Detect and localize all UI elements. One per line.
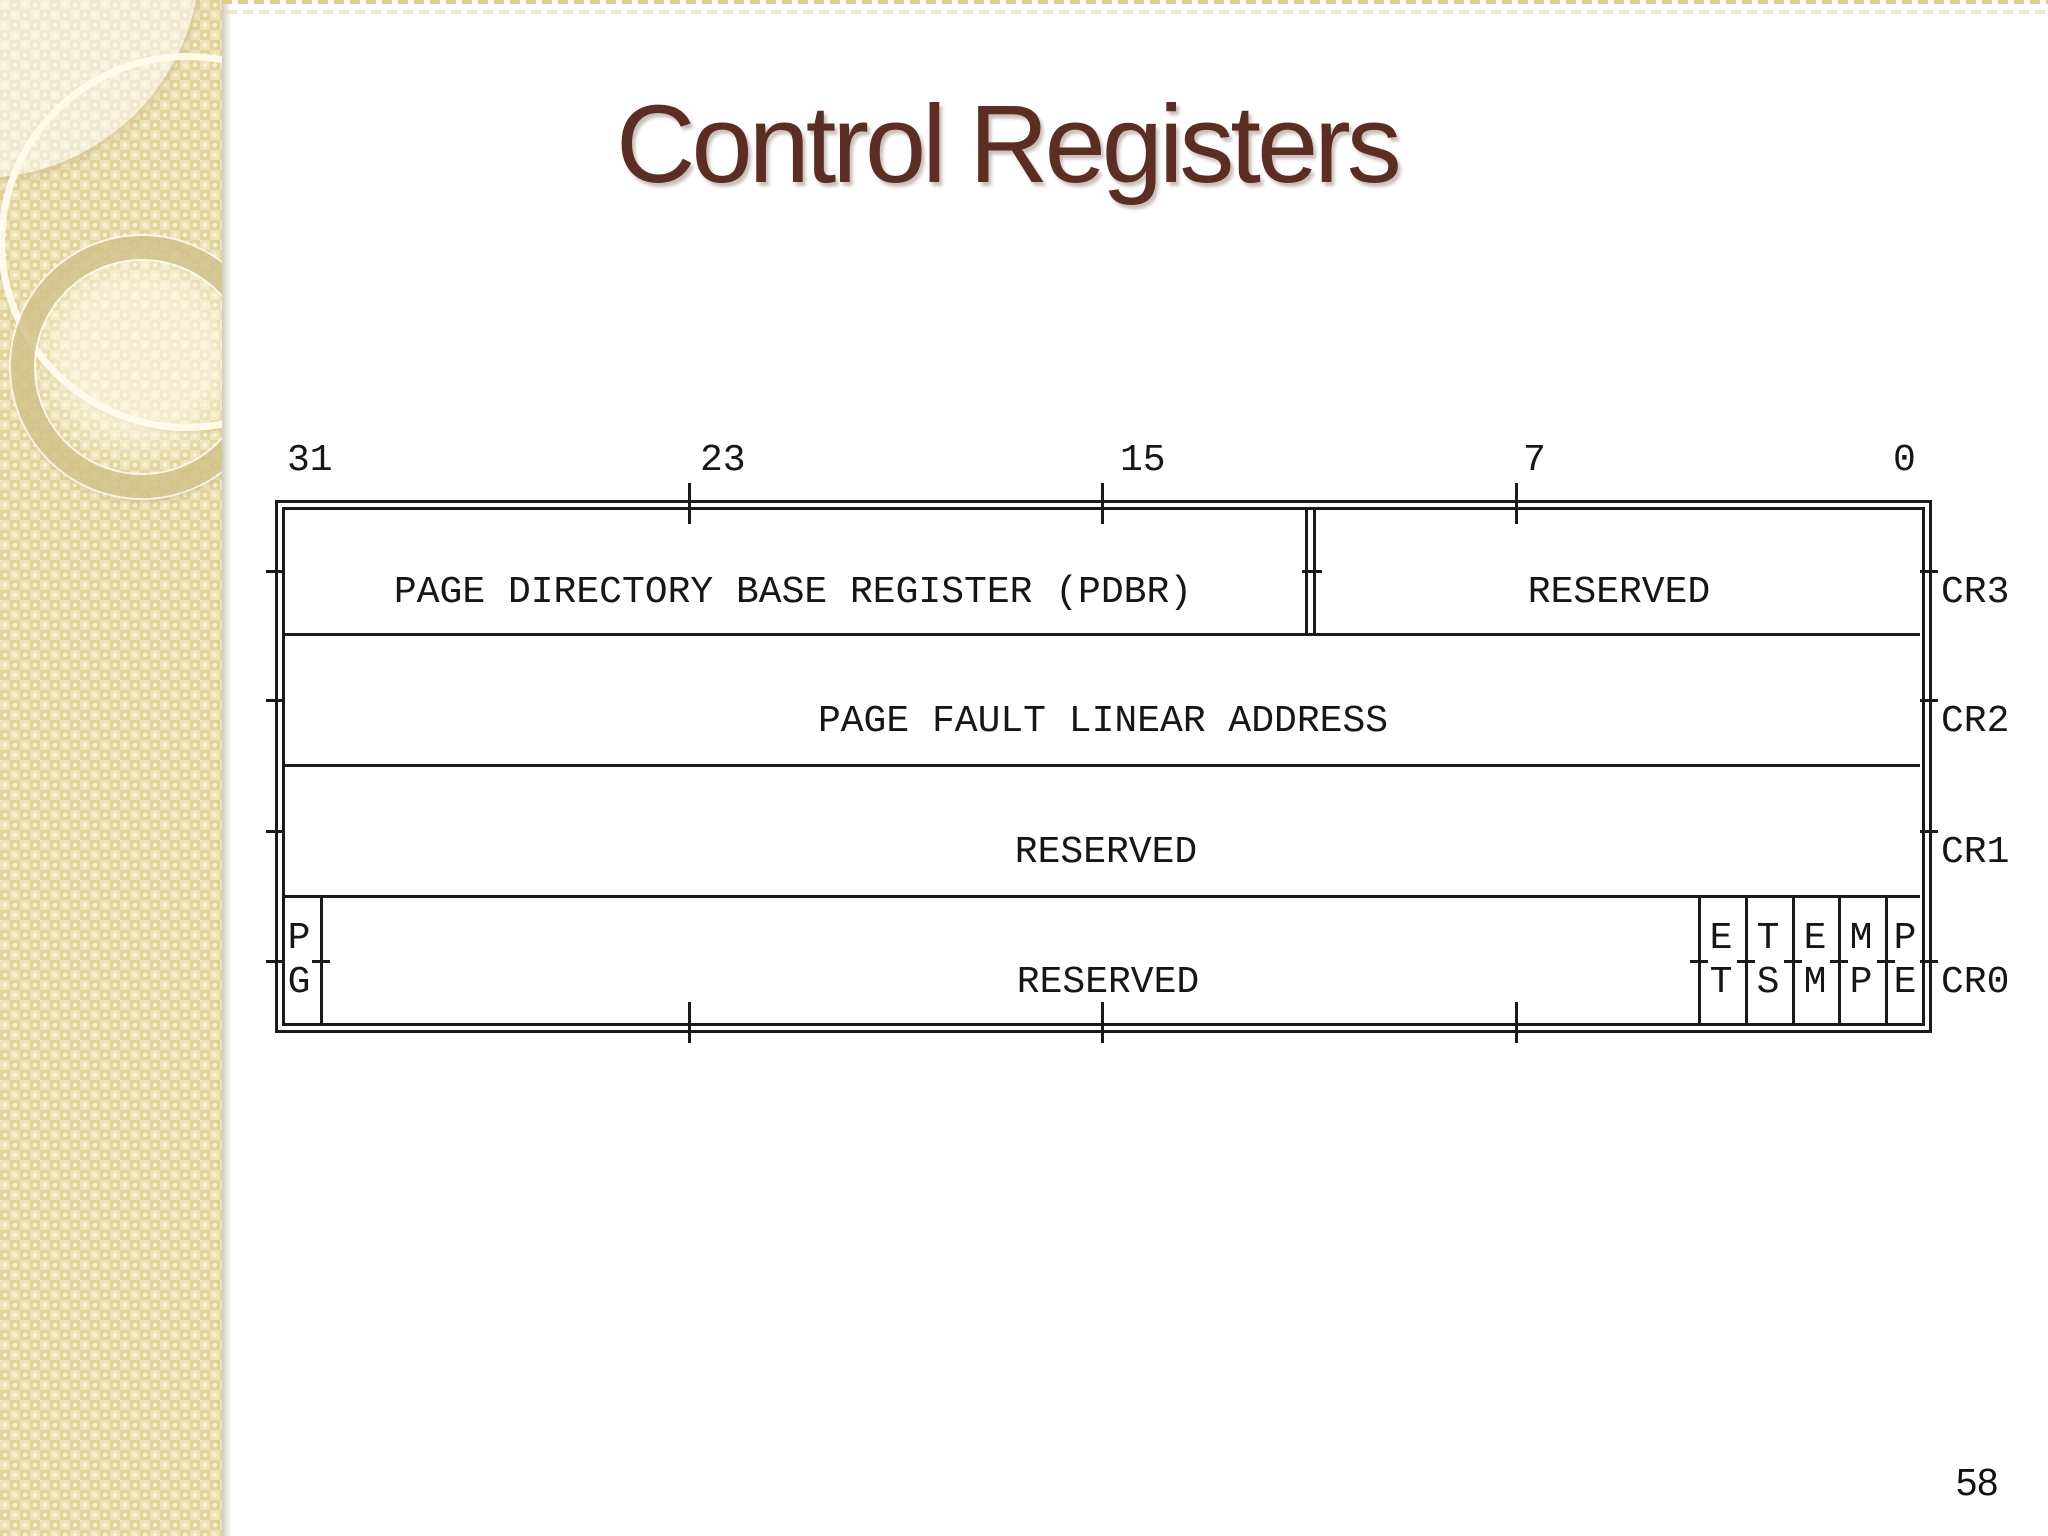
flag-letter: P (1849, 961, 1873, 1004)
border-notch (1830, 960, 1848, 963)
border-notch (1690, 960, 1708, 963)
bit-label-0: 0 (1893, 439, 1916, 482)
cr3-pdbr-cell-label: PAGE DIRECTORY BASE REGISTER (PDBR) (393, 571, 1193, 614)
tick-top-bit7 (1515, 483, 1518, 524)
divider-cr2-cr1 (284, 764, 1920, 767)
table-outer-border (275, 500, 1932, 1033)
bit-label-15: 15 (1120, 439, 1166, 482)
border-notch (1877, 960, 1895, 963)
flag-letter: P (287, 917, 311, 960)
tick-top-bit23 (688, 483, 691, 524)
flag-letter: E (1709, 917, 1733, 960)
register-label-cr1: CR1 (1941, 831, 2010, 874)
border-notch (266, 699, 284, 702)
cr3-cell-divider (1305, 509, 1308, 634)
register-label-cr0: CR0 (1941, 961, 2010, 1004)
cr3-reserved-cell-label: RESERVED (1527, 571, 1711, 614)
flag-letter: M (1849, 917, 1873, 960)
table-inner-border (282, 507, 1925, 1026)
flag-letter: M (1803, 961, 1827, 1004)
top-edge-pattern (222, 0, 2048, 16)
cr0-flag-divider (1698, 897, 1701, 1023)
sidebar-edge-shadow (222, 0, 231, 1536)
bit-label-23: 23 (700, 439, 746, 482)
divider-cr1-cr0 (284, 895, 1920, 898)
sidebar-decoration (0, 0, 222, 1536)
slide-title: Control Registers (616, 83, 1402, 206)
flag-letter: E (1803, 917, 1827, 960)
border-notch (1784, 960, 1802, 963)
border-notch (1920, 960, 1938, 963)
tick-bottom-bit15 (1101, 1002, 1104, 1043)
border-notch (312, 960, 330, 963)
bit-label-31: 31 (287, 439, 333, 482)
page-number: 58 (1956, 1462, 1999, 1504)
cr0-pg-divider (320, 897, 323, 1023)
cr2-cell-label: PAGE FAULT LINEAR ADDRESS (817, 700, 1389, 743)
flag-letter: S (1756, 961, 1780, 1004)
cr0-flag-divider (1885, 897, 1888, 1023)
flag-letter: T (1756, 917, 1780, 960)
tick-bottom-bit7 (1515, 1002, 1518, 1043)
flag-letter: G (287, 961, 311, 1004)
cr0-flag-divider (1745, 897, 1748, 1023)
border-notch (266, 570, 284, 573)
bit-label-7: 7 (1523, 439, 1546, 482)
flag-letter: E (1893, 961, 1917, 1004)
flag-letter: T (1709, 961, 1733, 1004)
tick-bottom-bit23 (688, 1002, 691, 1043)
border-notch (1920, 570, 1938, 573)
cr0-flag-divider (1838, 897, 1841, 1023)
border-notch (1920, 699, 1938, 702)
flag-letter: P (1893, 917, 1917, 960)
cr3-cell-divider (1313, 509, 1316, 634)
cr1-reserved-cell-label: RESERVED (1014, 831, 1198, 874)
border-notch (1737, 960, 1755, 963)
divider-cr3-cr2 (284, 633, 1920, 636)
border-notch (1302, 570, 1322, 573)
border-notch (266, 830, 284, 833)
tick-top-bit15 (1101, 483, 1104, 524)
register-label-cr3: CR3 (1941, 571, 2010, 614)
border-notch (266, 960, 284, 963)
border-notch (1920, 830, 1938, 833)
register-label-cr2: CR2 (1941, 700, 2010, 743)
cr0-flag-divider (1792, 897, 1795, 1023)
cr0-reserved-cell-label: RESERVED (1016, 961, 1200, 1004)
